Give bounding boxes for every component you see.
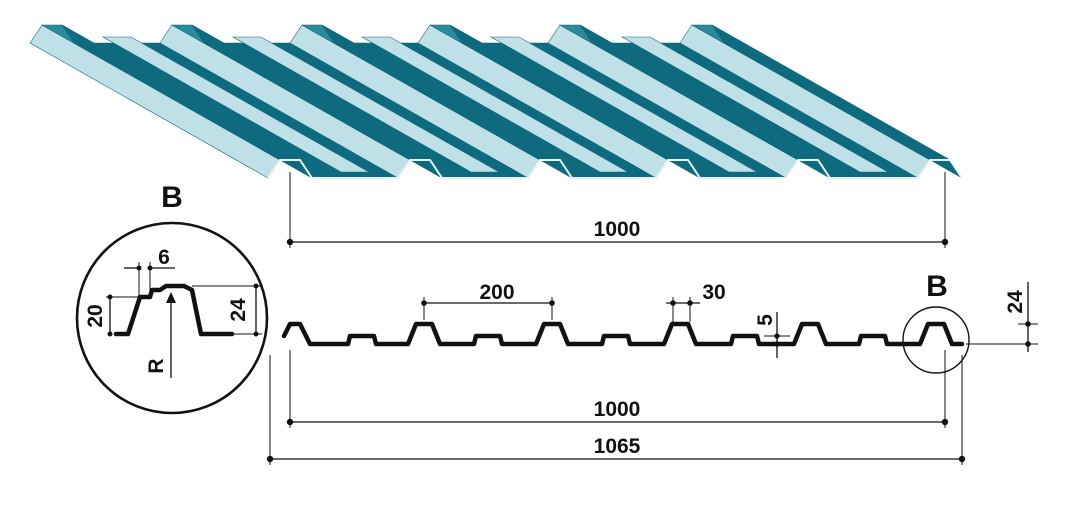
sheet-front-edge	[267, 159, 963, 179]
profile-height-value: 24	[1004, 290, 1027, 314]
sheet-band	[231, 36, 501, 173]
rib-top-dimension: 30	[666, 281, 726, 322]
cross-section-profile	[281, 321, 965, 347]
detail-b-view: B 6 20 24 R	[75, 181, 269, 415]
detail-outer-height-value: 24	[227, 298, 250, 322]
groove-depth-value: 5	[754, 314, 777, 326]
groove-depth-dimension: 5	[754, 312, 790, 358]
bottom-width-dimension: 1000	[286, 350, 949, 428]
sheet-band	[101, 36, 371, 173]
sheet-band	[620, 36, 890, 173]
callout-b: B	[902, 270, 970, 374]
bottom-width-value: 1000	[594, 398, 641, 421]
top-width-value: 1000	[594, 218, 641, 241]
overall-width-dimension: 1065	[266, 355, 966, 465]
sheet-3d-view	[29, 24, 963, 179]
rib-pitch-value: 200	[479, 281, 514, 304]
detail-gap-value: 6	[158, 246, 170, 269]
callout-b-label: B	[926, 270, 948, 303]
detail-inner-height-value: 20	[84, 304, 107, 327]
rib-top-value: 30	[702, 281, 725, 304]
profile-height-dimension: 24	[966, 282, 1038, 352]
detail-b-label: B	[161, 181, 183, 214]
top-width-dimension: 1000	[286, 172, 949, 248]
rib-pitch-dimension: 200	[421, 281, 555, 320]
sheet-band	[489, 36, 759, 173]
detail-radius-label: R	[145, 358, 168, 373]
overall-width-value: 1065	[594, 435, 641, 458]
sheet-band	[360, 36, 630, 173]
